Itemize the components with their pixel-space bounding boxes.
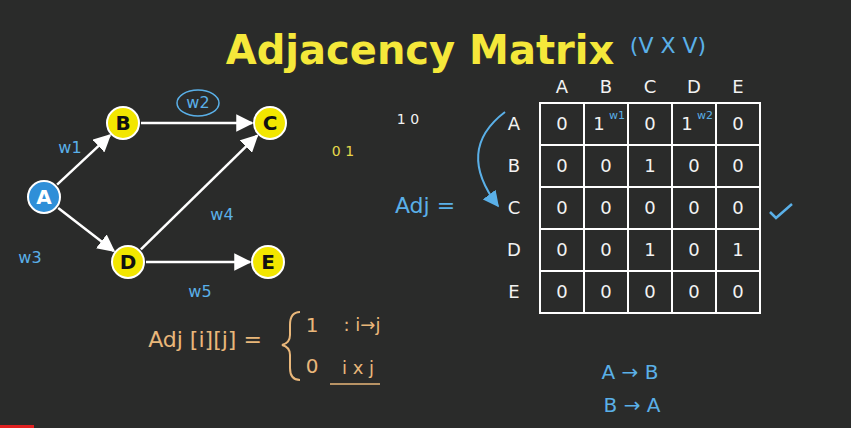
row-header: B xyxy=(508,156,520,176)
formula: Adj [i][j] = xyxy=(148,328,262,352)
edge-weight: w4 xyxy=(210,206,233,224)
edge-weight: w3 xyxy=(18,249,41,267)
matrix-cell: 1 xyxy=(681,114,692,134)
curly-brace xyxy=(282,312,300,380)
direction-note: A → B xyxy=(602,361,659,383)
matrix-cell: 0 xyxy=(556,240,567,260)
matrix-cell: 0 xyxy=(600,240,611,260)
matrix-cell: 0 xyxy=(688,156,699,176)
directed-edge xyxy=(146,261,250,264)
title: Adjacency Matrix xyxy=(226,28,614,72)
matrix-cell: 0 xyxy=(644,114,655,134)
vertex-label: E xyxy=(261,252,275,272)
vertex-circle: A xyxy=(27,180,61,214)
row-header: A xyxy=(508,114,520,134)
row-header: D xyxy=(507,240,521,260)
formula-condition: : i→j xyxy=(344,315,381,335)
formula-value: 1 xyxy=(306,314,319,336)
matrix-cell: 1 xyxy=(593,114,604,134)
matrix-cell: 0 xyxy=(732,282,743,302)
matrix-cell: 0 xyxy=(556,156,567,176)
matrix-cell: 1 xyxy=(732,240,743,260)
vertex-label: A xyxy=(36,187,51,207)
matrix-cell: 0 xyxy=(600,156,611,176)
formula-value: 0 xyxy=(306,355,319,377)
scribble-note: 1 0 xyxy=(397,112,419,127)
column-header: E xyxy=(732,77,743,97)
column-header: D xyxy=(687,77,701,97)
direction-note: B → A xyxy=(604,394,661,416)
formula-condition: i x j xyxy=(342,358,374,378)
matrix-cell: 0 xyxy=(600,198,611,218)
vertex-circle: D xyxy=(111,245,145,279)
directed-edge xyxy=(141,122,252,125)
matrix-cell: 0 xyxy=(644,198,655,218)
matrix-cell: 0 xyxy=(556,114,567,134)
vertex-circle: E xyxy=(251,245,285,279)
matrix-cell: 0 xyxy=(732,198,743,218)
circled-weight xyxy=(177,90,219,116)
scribble-note: 0 1 xyxy=(332,144,354,159)
dimension-note: (V X V) xyxy=(630,34,706,58)
directed-edge xyxy=(57,135,110,184)
matrix-cell: 0 xyxy=(732,114,743,134)
edge-weight: w2 xyxy=(186,94,209,112)
vertex-label: C xyxy=(263,113,278,133)
matrix-cell: 0 xyxy=(688,282,699,302)
matrix-cell: 0 xyxy=(556,282,567,302)
weight-note: w2 xyxy=(697,110,713,122)
weight-note: w1 xyxy=(609,110,625,122)
column-header: C xyxy=(644,77,657,97)
matrix-cell: 1 xyxy=(644,156,655,176)
matrix-cell: 0 xyxy=(644,282,655,302)
column-header: A xyxy=(556,77,568,97)
matrix-grid xyxy=(540,103,760,313)
column-header: B xyxy=(600,77,612,97)
edge-weight: w5 xyxy=(188,283,211,301)
matrix-cell: 0 xyxy=(688,240,699,260)
directed-edge xyxy=(58,208,114,251)
check-mark xyxy=(770,204,792,218)
vertex-label: B xyxy=(115,113,130,133)
vertex-circle: C xyxy=(253,106,287,140)
curved-arrow xyxy=(478,112,505,206)
matrix-name: Adj = xyxy=(395,194,455,218)
row-header: C xyxy=(508,198,521,218)
matrix-cell: 0 xyxy=(600,282,611,302)
underline xyxy=(330,383,380,385)
vertex-circle: B xyxy=(106,106,140,140)
directed-edge xyxy=(141,136,257,250)
matrix-cell: 0 xyxy=(732,156,743,176)
edge-weight: w1 xyxy=(58,139,81,157)
matrix-cell: 0 xyxy=(688,198,699,218)
matrix-cell: 0 xyxy=(556,198,567,218)
vertex-label: D xyxy=(120,252,137,272)
matrix-grid-lines xyxy=(540,103,760,313)
progress-bar xyxy=(0,425,34,428)
row-header: E xyxy=(508,282,519,302)
matrix-cell: 1 xyxy=(644,240,655,260)
